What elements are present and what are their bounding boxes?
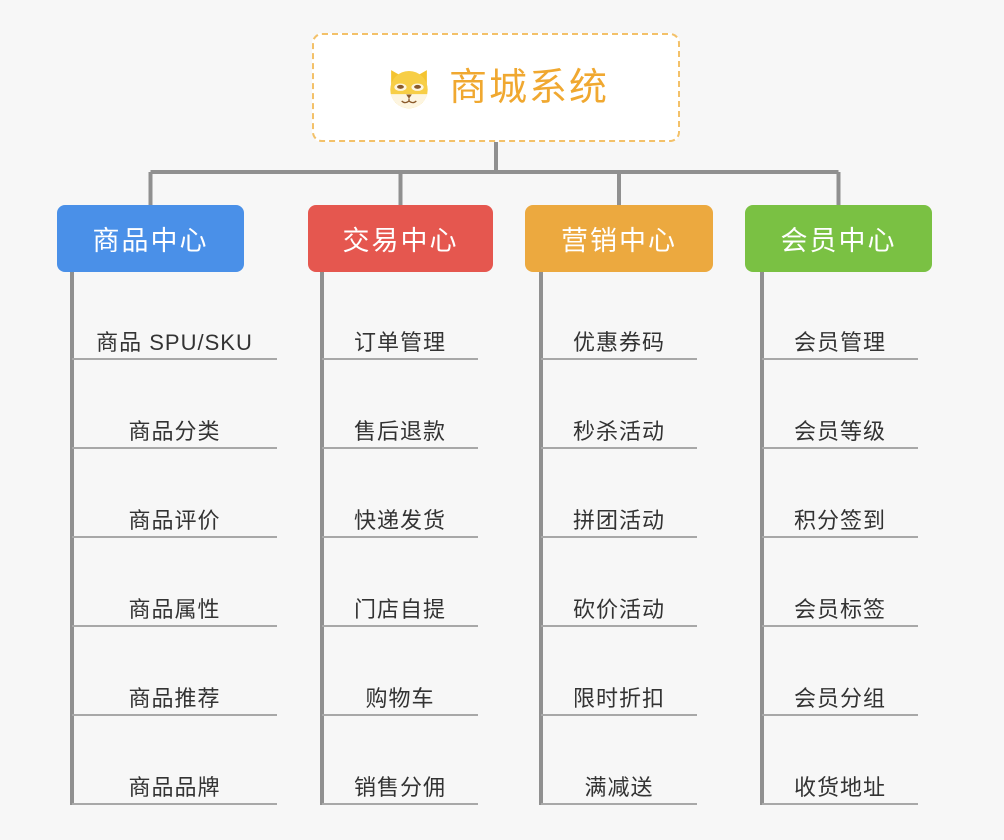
leaf-item[interactable]: 砍价活动 [541,581,697,627]
leaf-item-label: 会员管理 [793,329,886,355]
leaf-item[interactable]: 快递发货 [322,492,478,538]
leaf-item-label: 收货地址 [793,774,886,800]
category-box-marketing-center[interactable]: 营销中心 [525,205,713,272]
leaf-item-label: 限时折扣 [572,685,665,711]
leaf-item-label: 销售分佣 [353,774,446,800]
leaf-item[interactable]: 满减送 [541,759,697,805]
leaf-item[interactable]: 商品 SPU/SKU [72,314,277,360]
leaf-item[interactable]: 会员等级 [762,403,918,449]
leaf-item-label: 快递发货 [353,507,446,533]
category-label: 商品中心 [92,226,209,256]
leaf-item[interactable]: 积分签到 [762,492,918,538]
leaf-item-label: 满减送 [584,774,654,800]
category-label: 交易中心 [342,226,459,256]
leaf-item[interactable]: 会员管理 [762,314,918,360]
leaf-item-label: 门店自提 [353,596,446,622]
leaf-item[interactable]: 销售分佣 [322,759,478,805]
leaf-item-label: 售后退款 [353,418,446,444]
leaf-item[interactable]: 商品评价 [72,492,277,538]
leaf-item-label: 会员分组 [793,685,886,711]
category-label: 会员中心 [780,226,897,256]
leaf-item-label: 会员等级 [793,418,886,444]
leaf-item-label: 商品品牌 [128,774,221,800]
leaf-item-label: 商品推荐 [128,685,221,711]
leaf-item-label: 订单管理 [353,329,446,355]
leaf-item-label: 商品评价 [128,507,221,533]
leaf-item-label: 会员标签 [793,596,886,622]
category-box-trade-center[interactable]: 交易中心 [308,205,493,272]
category-label: 营销中心 [561,226,677,256]
leaf-item-label: 积分签到 [793,507,886,533]
leaf-item-label: 商品属性 [128,596,221,622]
leaf-item-label: 购物车 [365,685,435,711]
leaf-item[interactable]: 商品属性 [72,581,277,627]
root-title: 商城系统 [448,66,609,109]
leaf-item[interactable]: 收货地址 [762,759,918,805]
leaf-item[interactable]: 购物车 [322,670,478,716]
leaf-item-label: 优惠券码 [572,329,665,355]
leaf-item[interactable]: 商品分类 [72,403,277,449]
leaf-item[interactable]: 订单管理 [322,314,478,360]
leaf-item-label: 砍价活动 [572,596,665,622]
leaf-item-label: 秒杀活动 [572,418,665,444]
root-node[interactable]: 商城系统 [312,33,680,142]
leaf-item[interactable]: 商品品牌 [72,759,277,805]
leaf-item-label: 商品分类 [128,418,221,444]
shiba-dog-icon [390,69,428,110]
leaf-item[interactable]: 优惠券码 [541,314,697,360]
leaf-item-label: 商品 SPU/SKU [96,329,253,355]
leaf-item-label: 拼团活动 [572,507,665,533]
leaf-item[interactable]: 会员分组 [762,670,918,716]
leaf-item[interactable]: 会员标签 [762,581,918,627]
leaf-item[interactable]: 拼团活动 [541,492,697,538]
category-box-product-center[interactable]: 商品中心 [57,205,244,272]
category-box-member-center[interactable]: 会员中心 [745,205,932,272]
leaf-item[interactable]: 售后退款 [322,403,478,449]
leaf-item[interactable]: 门店自提 [322,581,478,627]
leaf-item[interactable]: 秒杀活动 [541,403,697,449]
leaf-item[interactable]: 商品推荐 [72,670,277,716]
leaf-item[interactable]: 限时折扣 [541,670,697,716]
